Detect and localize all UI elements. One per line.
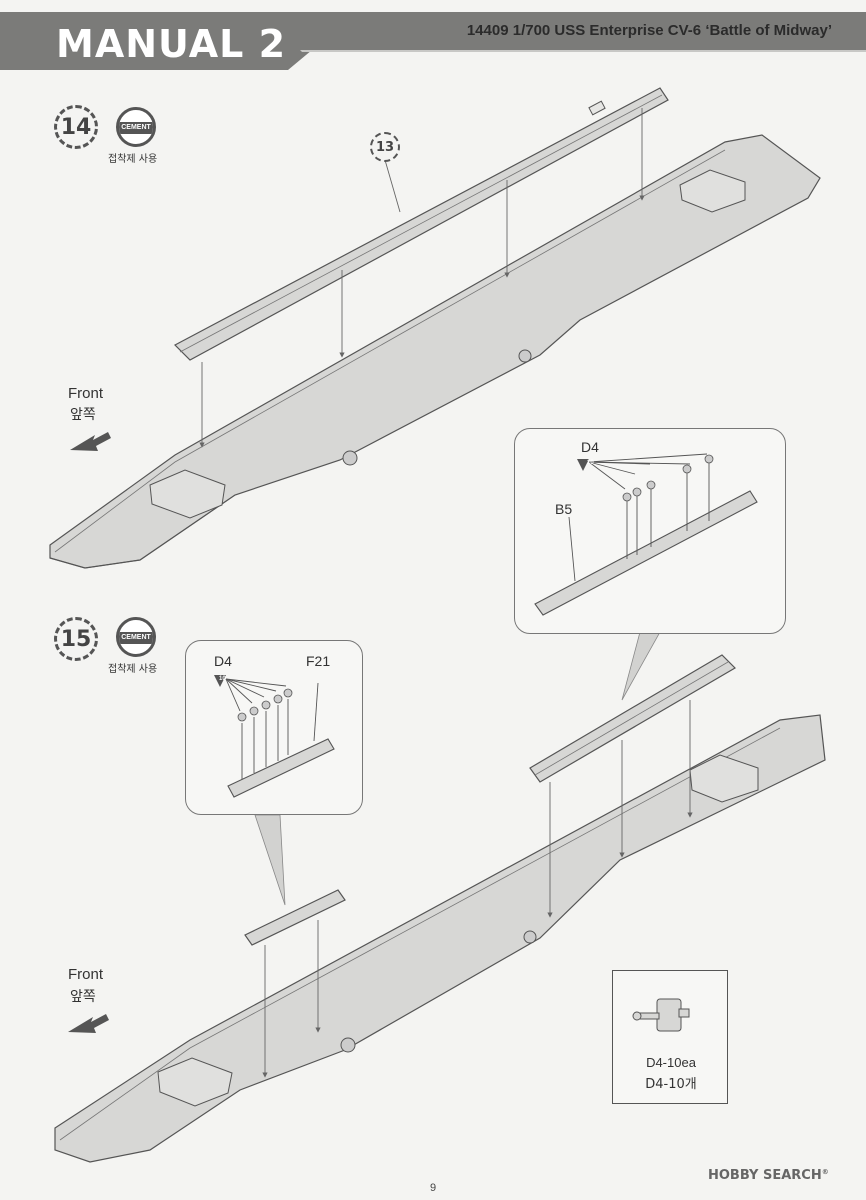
front-label-ko-step15: 앞쪽 (70, 989, 96, 1005)
cement-icon-step15: CEMENT (116, 617, 156, 657)
reference-step-13: 13 (370, 132, 400, 162)
watermark-registered-mark: ® (821, 1168, 829, 1176)
manual-title: MANUAL 2 (56, 22, 287, 66)
catwalk-part-right-step15 (529, 654, 736, 783)
cement-label: CEMENT (119, 122, 153, 134)
part-label-f21: F21 (306, 653, 331, 669)
part-d4-icon (632, 998, 690, 1032)
header-banner (0, 12, 866, 70)
part-label-b5: B5 (555, 501, 573, 517)
front-label-en-step14: Front (68, 385, 104, 402)
part-label-d4-step14: D4 (581, 439, 599, 455)
part-count-en: D4-10ea (646, 1055, 696, 1070)
alignment-lines-step14 (199, 108, 645, 448)
callout-pointer-step15 (254, 814, 286, 906)
step-number-14: 14 (54, 105, 98, 149)
part-qty-d4-step14: 10 (587, 460, 594, 466)
callout-pointer-step14 (621, 631, 661, 701)
part-label-d4-step15: D4 (214, 653, 232, 669)
detail-callout-step15: D4 10 F21 (185, 640, 363, 815)
product-title: 14409 1/700 USS Enterprise CV-6 ‘Battle … (466, 22, 832, 39)
watermark-brand: HOBBY SEARCH (708, 1168, 822, 1183)
watermark: HOBBY SEARCH® (708, 1168, 829, 1183)
page-header: MANUAL 2 14409 1/700 USS Enterprise CV-6… (0, 12, 866, 70)
step-number-15: 15 (54, 617, 98, 661)
front-arrow-icon-step15 (68, 1014, 109, 1033)
callout-drawing-step14 (534, 453, 758, 616)
cement-note-step14: 접착제 사용 (108, 154, 158, 165)
part-count-ko: D4-10개 (645, 1077, 697, 1092)
callout-drawing-step15 (214, 675, 335, 798)
front-label-en-step15: Front (68, 966, 104, 983)
front-label-ko-step14: 앞쪽 (70, 407, 96, 423)
page-number: 9 (429, 1182, 437, 1194)
flight-deck-step15 (54, 714, 826, 1163)
flight-deck-step14 (49, 134, 821, 569)
alignment-lines-step15 (262, 700, 693, 1078)
detail-callout-step14: D4 10 B5 (514, 428, 786, 634)
part-qty-d4-step15: 10 (219, 676, 226, 682)
front-arrow-icon-step14 (70, 432, 111, 451)
cement-note-step15: 접착제 사용 (108, 664, 158, 675)
part-count-box: D4-10ea D4-10개 (612, 970, 728, 1104)
cement-icon-step14: CEMENT (116, 107, 156, 147)
catwalk-part-left-step15 (244, 889, 346, 946)
cement-label: CEMENT (119, 632, 153, 644)
catwalk-part-step14 (174, 87, 669, 361)
